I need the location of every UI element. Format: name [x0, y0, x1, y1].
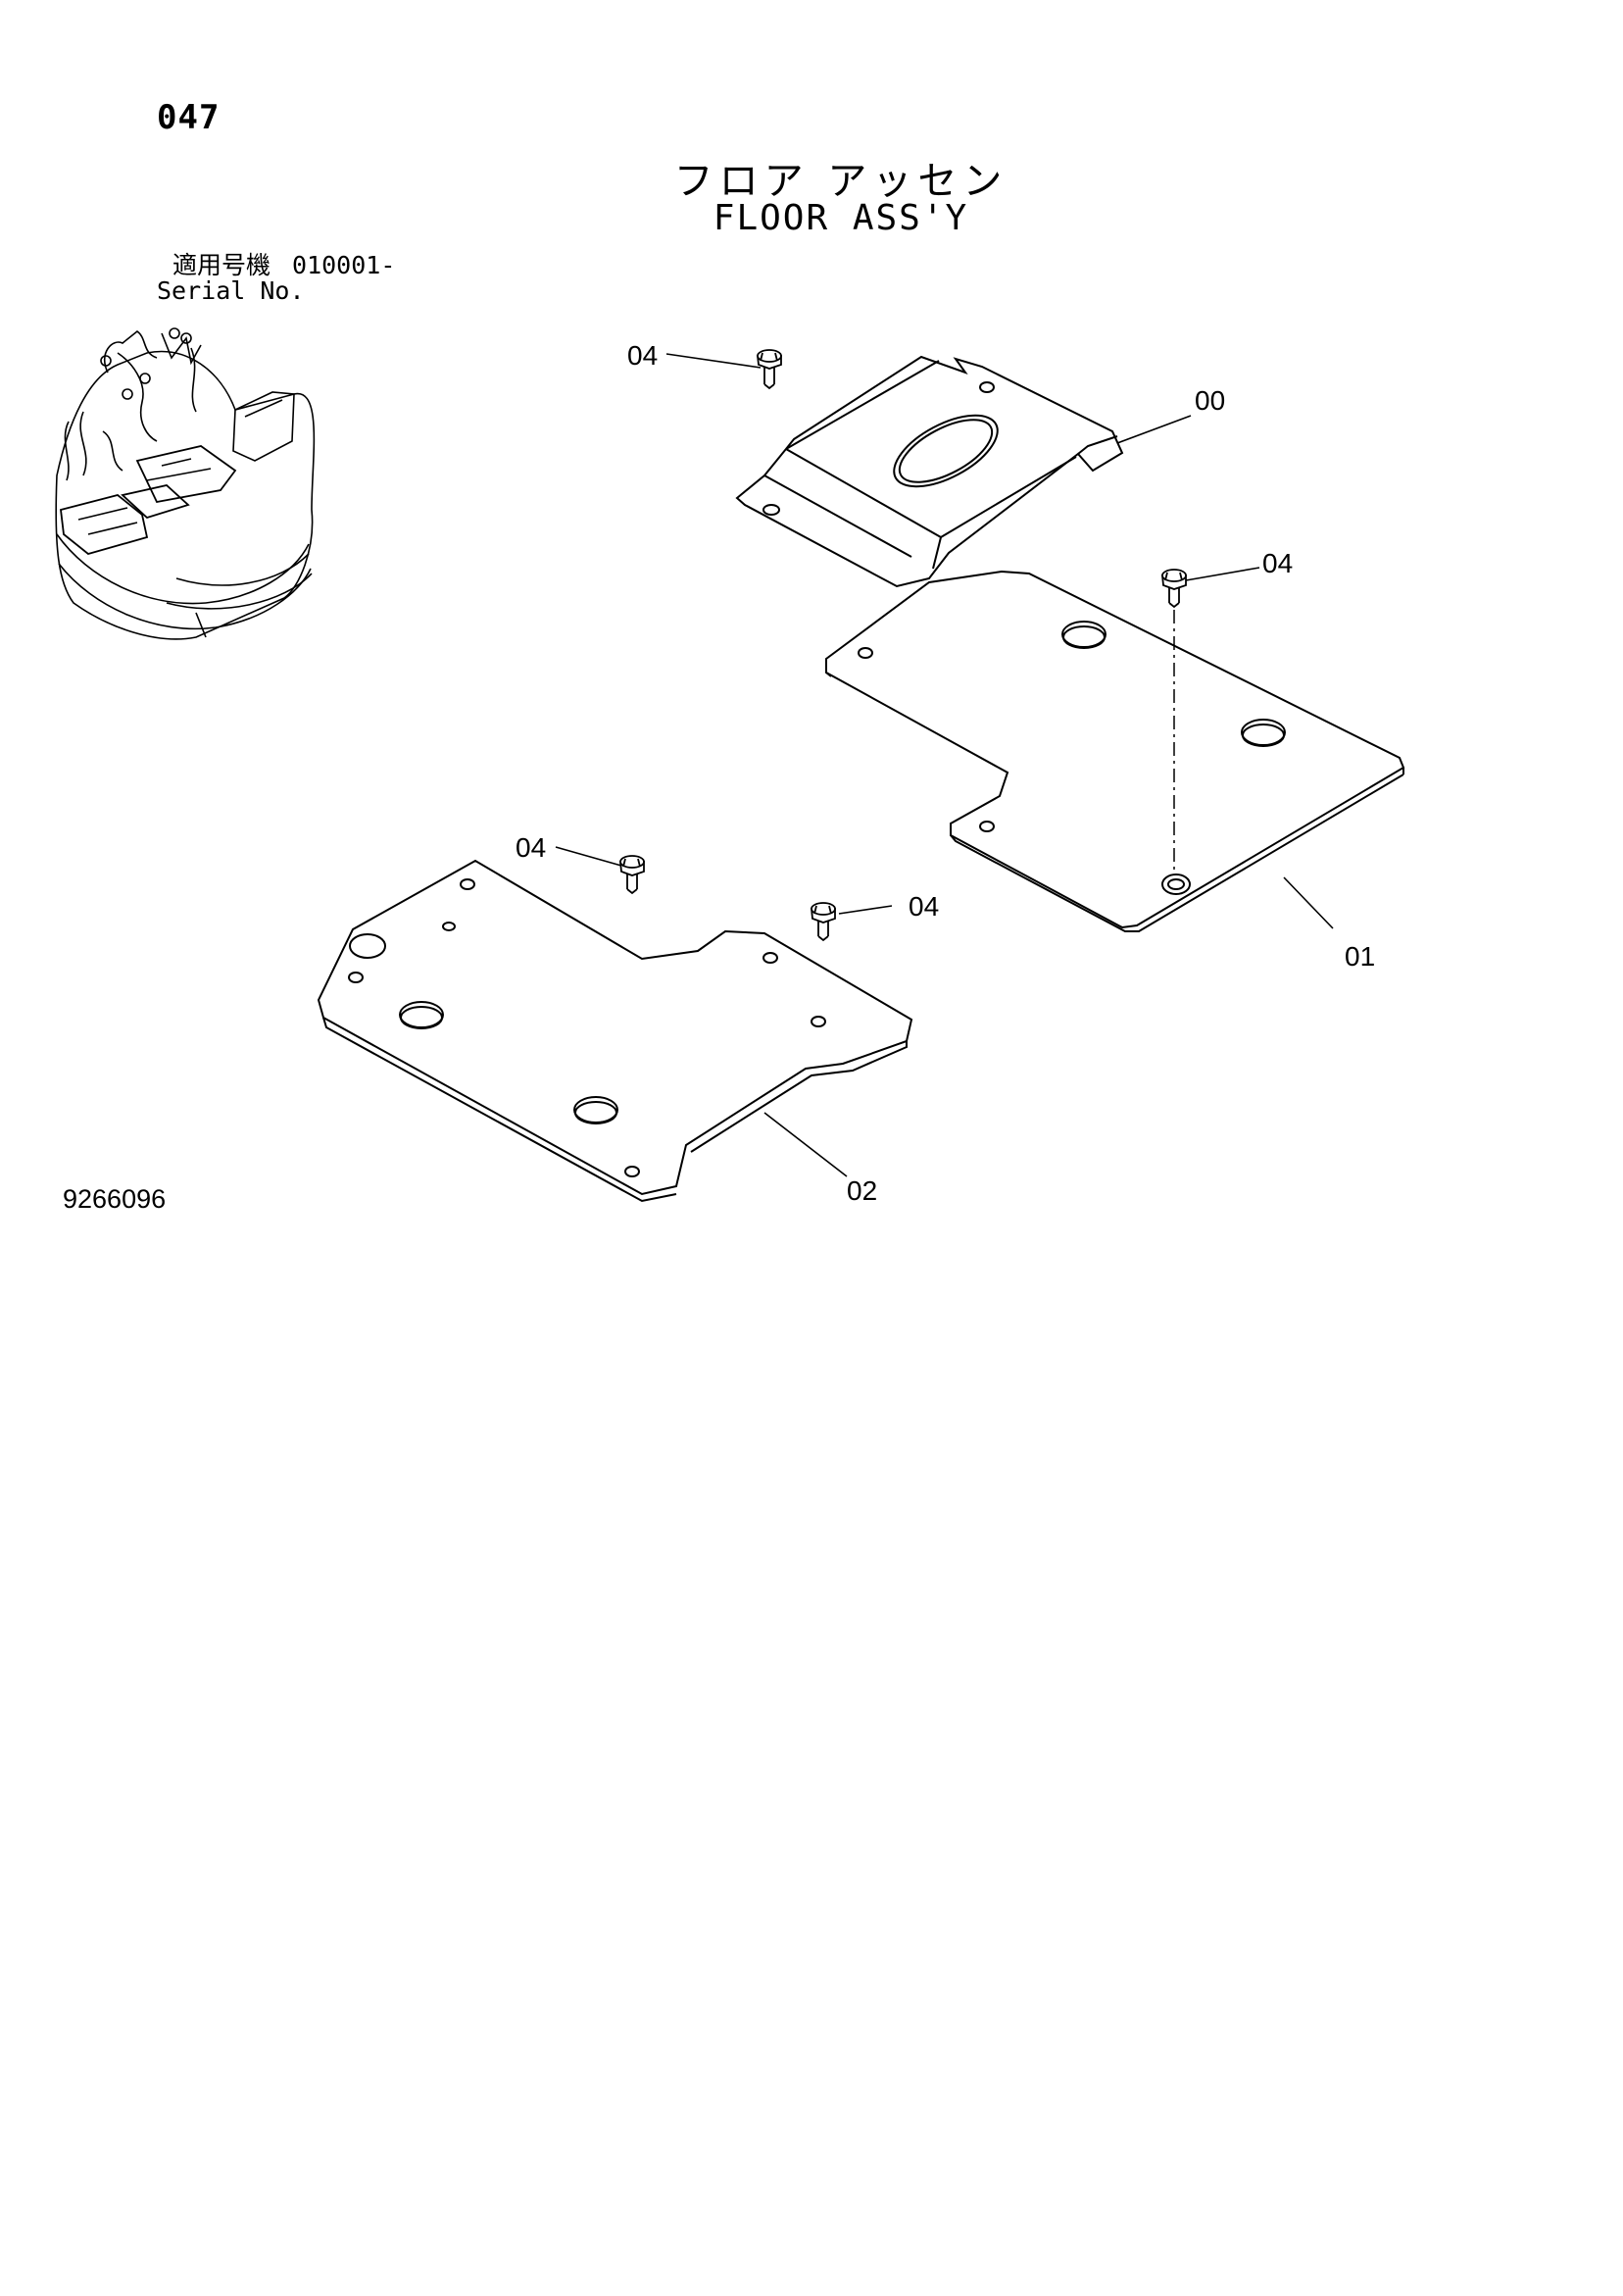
serial-value: 010001- — [292, 251, 396, 279]
callout-02: 02 — [847, 1175, 877, 1206]
bolt-04-right — [1161, 569, 1187, 609]
bolt-04-mid — [811, 902, 836, 942]
callout-01: 01 — [1345, 941, 1375, 972]
callout-04-top: 04 — [627, 340, 658, 371]
callout-04-right: 04 — [1262, 548, 1293, 578]
part-01-floor-plate — [825, 570, 1405, 932]
serial-block: 適用号機 010001- Serial No. — [157, 253, 395, 304]
bolt-04-left — [619, 855, 645, 895]
serial-label-en: Serial No. — [157, 276, 305, 305]
page-number: 047 — [157, 98, 221, 137]
bolt-04-top — [756, 349, 782, 390]
callout-00: 00 — [1195, 385, 1225, 416]
serial-row-jp: 適用号機 010001- — [157, 253, 395, 278]
title-english: FLOOR ASS'Y — [713, 198, 969, 238]
callout-04-left: 04 — [516, 832, 546, 863]
callout-04-mid: 04 — [909, 891, 939, 922]
title-japanese: フロア アッセン — [673, 159, 1008, 204]
part-02-floor-plate — [317, 859, 913, 1203]
leader-lines — [555, 353, 1334, 1177]
drawing-number: 9266096 — [63, 1184, 167, 1214]
part-00-bracket — [735, 355, 1124, 588]
serial-label-jp: 適用号機 — [172, 251, 271, 279]
machine-locator-illustration — [55, 327, 316, 640]
